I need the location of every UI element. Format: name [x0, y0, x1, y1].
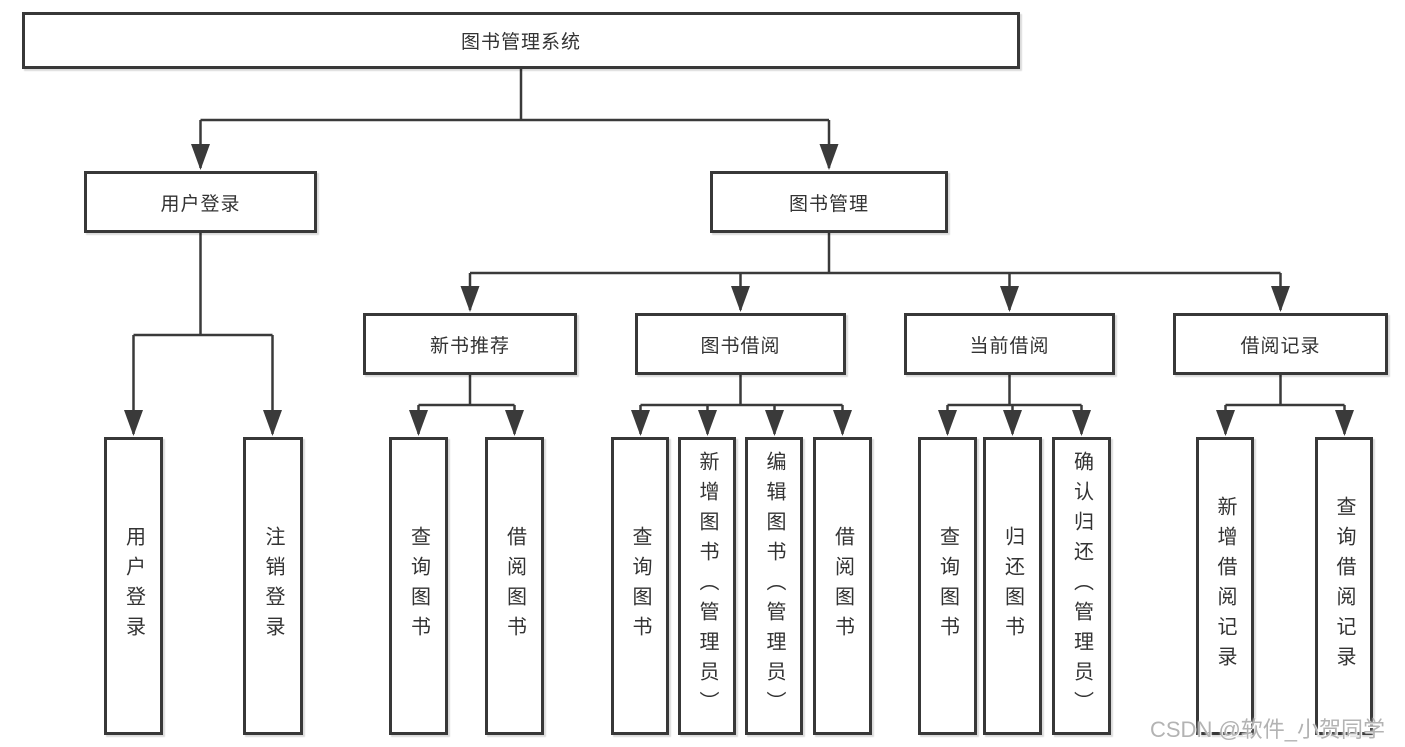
leaf-user-login-label: 用户登录 [122, 526, 145, 646]
leaf-user-login: 用户登录 [104, 437, 163, 735]
leaf-logout-label: 注销登录 [262, 526, 284, 646]
leaf-query-books-2: 查询图书 [611, 437, 669, 735]
leaf-query-books-1-label: 查询图书 [407, 526, 430, 646]
node-book-borrow: 图书借阅 [635, 313, 846, 375]
leaf-borrow-books-2-label: 借阅图书 [831, 526, 854, 646]
node-book-management-label: 图书管理 [788, 193, 869, 215]
leaf-add-book-admin: 新增图书（管理员） [678, 437, 736, 735]
leaf-query-books-1: 查询图书 [389, 437, 448, 735]
leaf-query-books-3-label: 查询图书 [936, 526, 959, 646]
edge-borrow-records-trunk [1225, 375, 1345, 407]
leaf-logout: 注销登录 [243, 437, 303, 735]
node-current-borrow-label: 当前借阅 [969, 335, 1050, 357]
edge-root-trunk [200, 69, 829, 122]
edge-user-login-trunk [133, 233, 273, 337]
leaf-return-book: 归还图书 [983, 437, 1042, 735]
leaf-query-borrow-record-label: 查询借阅记录 [1333, 496, 1355, 676]
leaf-confirm-return-admin-label: 确认归还（管理员） [1070, 451, 1093, 721]
leaf-query-borrow-record: 查询借阅记录 [1315, 437, 1373, 735]
node-book-management: 图书管理 [710, 171, 948, 233]
leaf-borrow-books-1: 借阅图书 [485, 437, 544, 735]
leaf-return-book-label: 归还图书 [1001, 526, 1024, 646]
node-book-borrow-label: 图书借阅 [700, 335, 781, 357]
watermark: CSDN @软件_小贺同学 [1150, 717, 1386, 742]
leaf-edit-book-admin-label: 编辑图书（管理员） [763, 451, 785, 721]
node-user-login: 用户登录 [84, 171, 317, 233]
edge-new-book-recommend-trunk [418, 375, 515, 407]
leaf-add-borrow-record: 新增借阅记录 [1196, 437, 1254, 735]
leaf-query-books-3: 查询图书 [918, 437, 977, 735]
node-user-login-label: 用户登录 [160, 193, 241, 215]
node-borrow-records: 借阅记录 [1173, 313, 1388, 375]
node-new-book-recommend-label: 新书推荐 [429, 335, 510, 357]
node-root-label: 图书管理系统 [460, 32, 581, 53]
leaf-query-books-2-label: 查询图书 [629, 526, 651, 646]
node-root: 图书管理系统 [22, 12, 1020, 69]
leaf-edit-book-admin: 编辑图书（管理员） [745, 437, 803, 735]
leaf-borrow-books-2: 借阅图书 [813, 437, 872, 735]
leaf-add-book-admin-label: 新增图书（管理员） [696, 451, 718, 721]
edge-book-borrow-trunk [640, 375, 843, 407]
node-current-borrow: 当前借阅 [904, 313, 1115, 375]
leaf-confirm-return-admin: 确认归还（管理员） [1052, 437, 1111, 735]
leaf-add-borrow-record-label: 新增借阅记录 [1214, 496, 1236, 676]
node-borrow-records-label: 借阅记录 [1240, 335, 1321, 357]
node-new-book-recommend: 新书推荐 [363, 313, 577, 375]
leaf-borrow-books-1-label: 借阅图书 [503, 526, 526, 646]
edge-current-borrow-trunk [947, 375, 1082, 407]
edge-book-management-trunk [470, 233, 1281, 275]
